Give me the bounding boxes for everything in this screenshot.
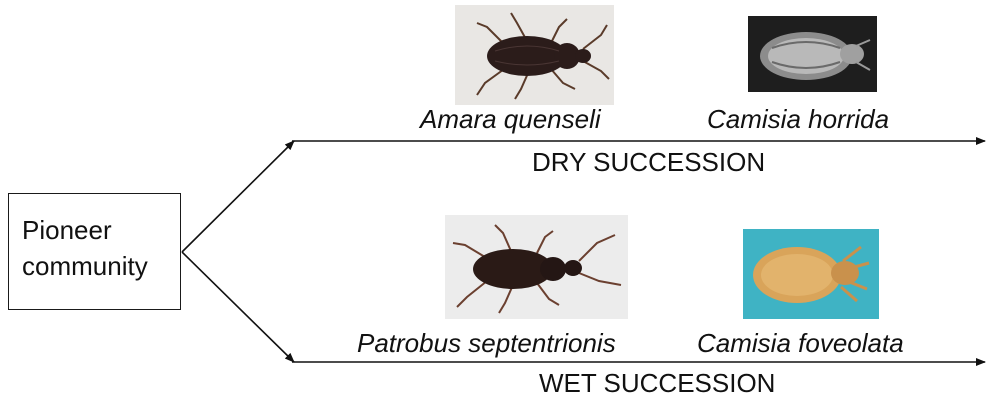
species-camisia-horrida: Camisia horrida (707, 104, 889, 135)
patrobus-septentrionis-photo (445, 215, 628, 319)
species-camisia-foveolata: Camisia foveolata (697, 328, 904, 359)
species-amara-quenseli: Amara quenseli (420, 104, 601, 135)
dry-succession-label: DRY SUCCESSION (532, 147, 765, 178)
branch-arrow-dry (182, 141, 294, 252)
pioneer-community-label: Pioneer community (22, 212, 148, 284)
camisia-horrida-photo (748, 16, 877, 92)
camisia-foveolata-photo (743, 229, 879, 319)
branch-arrow-wet (182, 252, 294, 362)
species-patrobus-septentrionis: Patrobus septentrionis (357, 328, 616, 359)
amara-quenseli-photo (455, 5, 614, 105)
wet-succession-label: WET SUCCESSION (539, 368, 775, 399)
